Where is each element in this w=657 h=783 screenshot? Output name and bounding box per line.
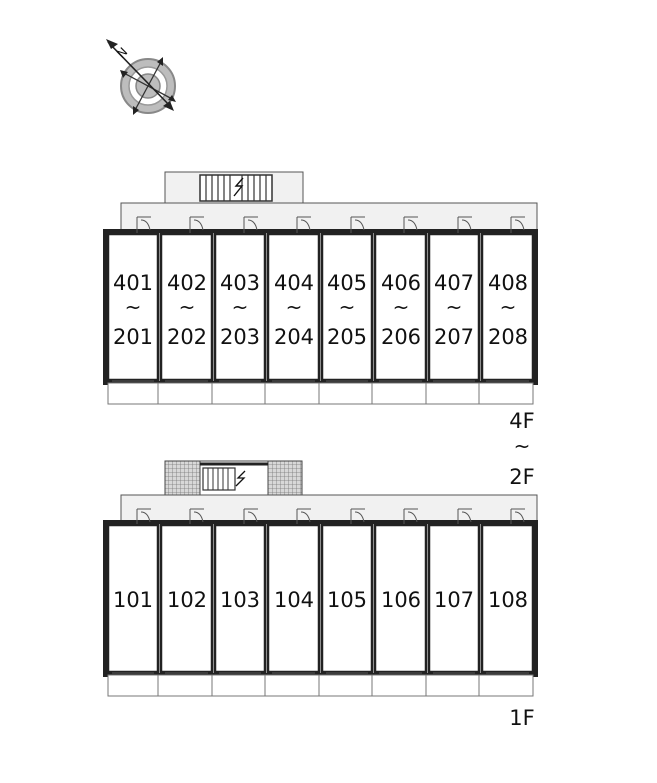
unit-cell: 103 (213, 508, 267, 696)
hatched-pad-right (267, 460, 303, 497)
unit-number: 102 (167, 588, 207, 612)
unit-range-sep: ~ (286, 295, 303, 319)
unit-number: 103 (220, 588, 260, 612)
unit-number-bottom: 204 (274, 325, 314, 349)
unit-number-bottom: 206 (381, 325, 421, 349)
unit-range-sep: ~ (125, 295, 142, 319)
floor-label-top: 4F (509, 409, 534, 433)
staircase-icon (202, 467, 246, 491)
floor-range-sep: ~ (514, 434, 531, 458)
unit-cell: 407 ~ 207 (427, 216, 481, 404)
unit-number: 106 (381, 588, 421, 612)
unit-cell: 408 ~ 208 (480, 216, 535, 382)
corridor (120, 202, 538, 234)
unit-number-top: 402 (167, 271, 207, 295)
unit-cell: 105 (320, 508, 374, 696)
unit-number: 104 (274, 588, 314, 612)
north-label: N (114, 45, 130, 61)
unit-number: 101 (113, 588, 153, 612)
hatched-pad-left (164, 460, 201, 497)
unit-cell: 108 (480, 508, 535, 674)
unit-number-bottom: 207 (434, 325, 474, 349)
unit-row-upper: 401 ~ 201 402 ~ 202 403 ~ 203 (106, 216, 535, 404)
unit-number-bottom: 205 (327, 325, 367, 349)
unit-cell: 402 ~ 202 (159, 216, 214, 404)
unit-number-bottom: 202 (167, 325, 207, 349)
floor-label: 1F (509, 706, 534, 730)
unit-cell: 401 ~ 201 (106, 216, 160, 404)
unit-number-top: 408 (488, 271, 528, 295)
unit-range-sep: ~ (500, 295, 517, 319)
unit-number: 108 (488, 588, 528, 612)
corridor (120, 494, 538, 525)
lower-block: 101 102 103 104 (103, 460, 538, 730)
unit-row-lower: 101 102 103 104 (106, 508, 535, 696)
upper-block: 401 ~ 201 402 ~ 202 403 ~ 203 (103, 171, 538, 489)
floor-label-bottom: 2F (509, 465, 534, 489)
unit-number-top: 405 (327, 271, 367, 295)
staircase-icon (199, 174, 273, 202)
unit-range-sep: ~ (339, 295, 356, 319)
unit-cell: 403 ~ 203 (213, 216, 267, 404)
unit-number-top: 403 (220, 271, 260, 295)
balcony (107, 674, 534, 697)
unit-range-sep: ~ (446, 295, 463, 319)
unit-cell: 405 ~ 205 (320, 216, 374, 404)
unit-number-top: 406 (381, 271, 421, 295)
unit-number-top: 404 (274, 271, 314, 295)
unit-cell: 101 (106, 508, 160, 696)
unit-cell: 404 ~ 204 (266, 216, 321, 404)
unit-number-bottom: 208 (488, 325, 528, 349)
unit-range-sep: ~ (393, 295, 410, 319)
unit-cell: 406 ~ 206 (373, 216, 428, 404)
unit-number-bottom: 201 (113, 325, 153, 349)
unit-number-top: 407 (434, 271, 474, 295)
unit-number: 105 (327, 588, 367, 612)
unit-cell: 107 (427, 508, 481, 696)
unit-cell: 106 (373, 508, 428, 696)
unit-number-bottom: 203 (220, 325, 260, 349)
unit-cell: 102 (159, 508, 214, 696)
unit-range-sep: ~ (179, 295, 196, 319)
compass-rose-icon: N (106, 39, 176, 115)
unit-number: 107 (434, 588, 474, 612)
unit-cell: 104 (266, 508, 321, 696)
unit-number-top: 401 (113, 271, 153, 295)
balcony (107, 382, 534, 405)
unit-range-sep: ~ (232, 295, 249, 319)
